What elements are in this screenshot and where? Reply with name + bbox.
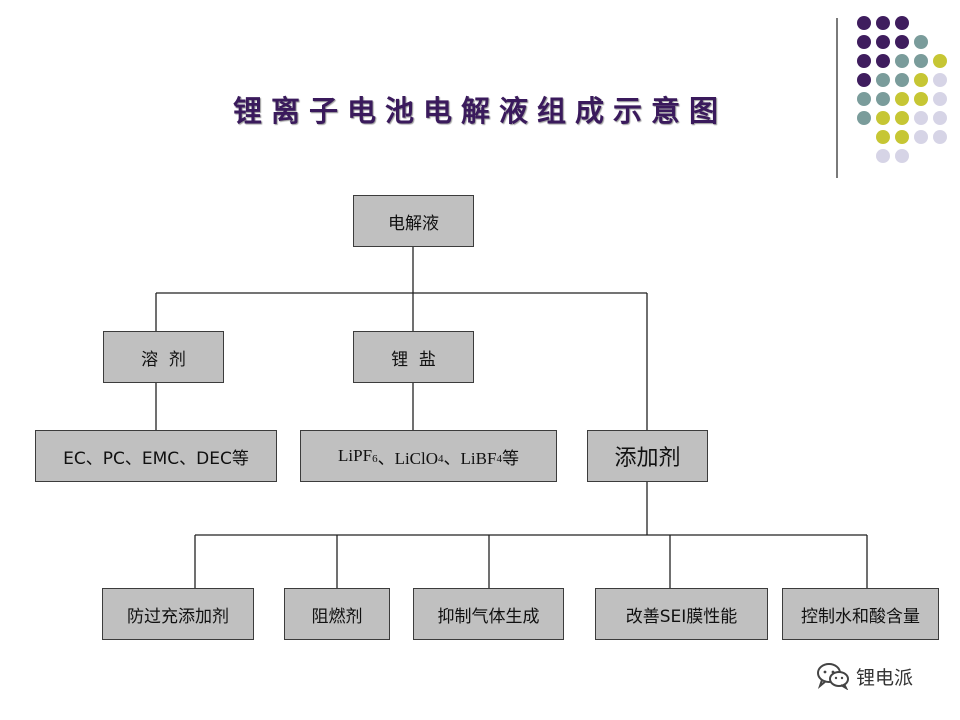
salt-libf: 、LiBF	[443, 448, 497, 468]
decorative-dot	[895, 149, 909, 163]
decorative-dot	[933, 92, 947, 106]
salt-liclo-subscript: 4	[438, 453, 444, 465]
decorative-dot	[933, 130, 947, 144]
decorative-dot	[876, 149, 890, 163]
salt-lipf-subscript: 6	[372, 453, 378, 465]
decorative-dot	[914, 73, 928, 87]
decorative-dot	[914, 35, 928, 49]
decorative-dot	[857, 35, 871, 49]
decorative-dot	[876, 92, 890, 106]
decorative-dot	[876, 73, 890, 87]
decorative-dot	[895, 92, 909, 106]
decorative-dot	[914, 130, 928, 144]
node-solvent: 溶 剂	[103, 331, 224, 383]
decorative-dot	[876, 35, 890, 49]
decorative-dot	[914, 54, 928, 68]
decorative-dot	[895, 73, 909, 87]
decorative-dot	[857, 111, 871, 125]
salt-lipf: LiPF	[338, 446, 373, 465]
wechat-logo-icon	[817, 663, 849, 690]
decorative-dot	[895, 35, 909, 49]
decorative-dot	[895, 54, 909, 68]
watermark-text: 锂电派	[856, 666, 914, 689]
decorative-dot	[876, 130, 890, 144]
decorative-dot	[895, 130, 909, 144]
page-title: 锂离子电池电解液组成示意图	[232, 94, 727, 128]
decorative-divider	[836, 18, 838, 178]
node-additive: 添加剂	[587, 430, 708, 482]
decorative-dot	[914, 92, 928, 106]
decorative-dot	[895, 16, 909, 30]
node-solvent-examples: EC、PC、EMC、DEC等	[35, 430, 277, 482]
decorative-dot	[895, 111, 909, 125]
node-flame-retardant: 阻燃剂	[284, 588, 390, 640]
decorative-dot	[857, 54, 871, 68]
node-sei-improvement: 改善SEI膜性能	[595, 588, 768, 640]
decorative-dot	[876, 54, 890, 68]
decorative-dot	[857, 92, 871, 106]
node-overcharge-additive: 防过充添加剂	[102, 588, 254, 640]
watermark: 锂电派	[816, 662, 913, 690]
salt-libf-subscript: 4	[496, 453, 502, 465]
salt-suffix: 等	[501, 448, 519, 469]
decorative-dot	[876, 111, 890, 125]
decorative-dot	[933, 73, 947, 87]
decorative-dot	[933, 111, 947, 125]
node-water-acid-control: 控制水和酸含量	[782, 588, 939, 640]
decorative-dot	[914, 111, 928, 125]
decorative-dot	[857, 73, 871, 87]
node-gas-suppression: 抑制气体生成	[413, 588, 564, 640]
node-electrolyte: 电解液	[353, 195, 474, 247]
decorative-dot	[933, 54, 947, 68]
node-lithium-salt: 锂 盐	[353, 331, 474, 383]
salt-liclo: 、LiClO	[377, 448, 439, 468]
decorative-dot	[876, 16, 890, 30]
decorative-dot	[857, 16, 871, 30]
